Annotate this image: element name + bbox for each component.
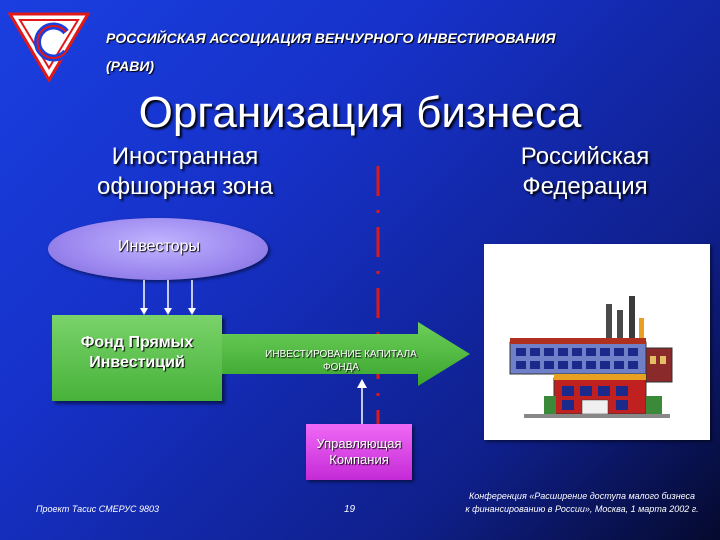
management-company-label: Управляющая Компания — [316, 436, 402, 467]
ravi-logo-icon — [8, 12, 90, 82]
border-divider-line — [376, 166, 380, 428]
footer-conference: Конференция «Расширение доступа малого б… — [465, 491, 699, 514]
zone-offshore-label: Иностранная офшорная зона — [97, 143, 273, 200]
fund-label: Фонд Прямых Инвестиций — [80, 334, 194, 371]
zone-russia-label: Российская Федерация — [520, 143, 650, 200]
investment-arrows-down — [140, 280, 196, 315]
management-company-box: Управляющая Компания — [306, 424, 412, 480]
investors-label: Инвесторы — [118, 238, 200, 255]
capital-flow-arrow — [222, 322, 470, 386]
management-arrow-up — [357, 379, 367, 424]
investors-ellipse — [48, 218, 268, 280]
private-equity-fund-box: Фонд Прямых Инвестиций — [52, 315, 222, 401]
page-number: 19 — [344, 504, 356, 515]
organization-abbreviation: (РАВИ) — [106, 58, 155, 74]
capital-flow-label: ИНВЕСТИРОВАНИЕ КАПИТАЛА ФОНДА — [265, 349, 417, 373]
footer-project: Проект Тасис СМЕРУС 9803 — [36, 504, 159, 514]
factory-building-icon — [484, 244, 710, 440]
slide-title: Организация бизнеса — [138, 88, 582, 137]
organization-name: РОССИЙСКАЯ АССОЦИАЦИЯ ВЕНЧУРНОГО ИНВЕСТИ… — [106, 30, 556, 46]
